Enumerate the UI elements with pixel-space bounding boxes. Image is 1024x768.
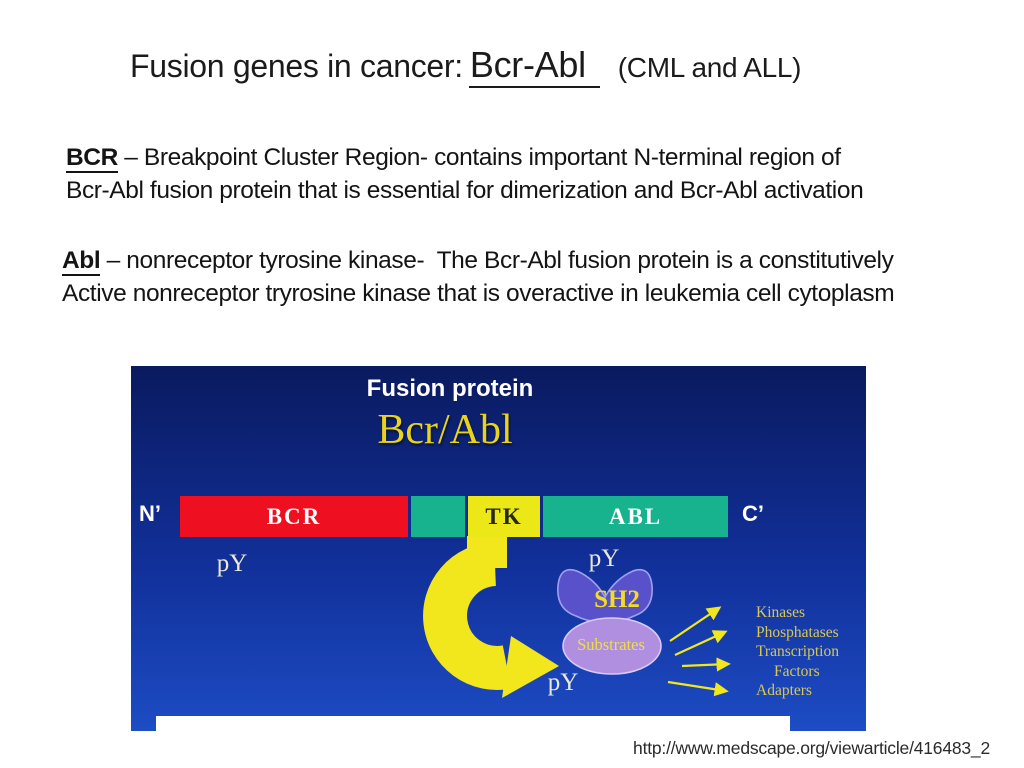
arrow-to-transcription-factors: [681, 657, 731, 672]
c-terminus-label: C’: [742, 501, 764, 526]
abl-term: Abl: [62, 247, 101, 276]
activation-cycle-arrow: [423, 536, 559, 698]
source-url: http://www.medscape.org/viewarticle/4164…: [633, 738, 990, 758]
sh2-domain-shape: [557, 568, 653, 623]
diagram-graphics: [423, 536, 731, 698]
abl-definition-line2: Active nonreceptor tryrosine kinase that…: [62, 280, 895, 307]
sh2-label: SH2: [594, 586, 640, 613]
slide-title: Fusion genes in cancer:Bcr-Abl (CML and A…: [130, 44, 802, 88]
abl-definition-line1: – nonreceptor tyrosine kinase- The Bcr-A…: [100, 247, 894, 274]
arrow-to-phosphatases: [674, 630, 728, 656]
target-factors: Factors: [774, 662, 820, 680]
phospho-label-bottom: pY: [547, 669, 579, 696]
title-prefix: Fusion genes in cancer:: [130, 48, 463, 84]
bottom-white-strip: [156, 716, 790, 731]
diagram-heading: Fusion protein: [366, 375, 534, 402]
phospho-label-top: pY: [588, 545, 620, 572]
bcr-term: BCR: [66, 144, 118, 173]
phospho-label-left: pY: [216, 550, 248, 577]
target-adapters: Adapters: [756, 682, 812, 699]
substrates-label: Substrates: [577, 635, 645, 654]
bcr-segment: BCR: [180, 496, 408, 537]
n-terminus-label: N’: [139, 501, 161, 526]
target-list: Kinases Phosphatases Transcription Facto…: [756, 603, 839, 701]
target-kinases: Kinases: [756, 604, 806, 621]
target-arrows: [667, 606, 731, 697]
abl-definition: Abl – nonreceptor tyrosine kinase- The B…: [62, 244, 895, 310]
bcr-definition: BCR – Breakpoint Cluster Region- contain…: [66, 141, 864, 207]
arrow-to-kinases: [669, 606, 722, 642]
arrow-to-adapters: [667, 680, 729, 697]
linker-segment: [411, 496, 465, 537]
tk-segment: TK: [468, 496, 540, 537]
target-transcription: Transcription: [756, 643, 839, 660]
title-context: (CML and ALL): [617, 52, 802, 83]
fusion-name-label: Bcr/Abl: [377, 407, 513, 453]
bcr-definition-line2: Bcr-Abl fusion protein that is essential…: [66, 177, 864, 204]
abl-segment: ABL: [543, 496, 728, 537]
protein-domain-bar: BCR TK ABL: [180, 496, 728, 537]
substrates-shape: [562, 617, 662, 675]
fusion-protein-diagram: Fusion protein Bcr/Abl N’ C’ BCR TK ABL …: [131, 366, 866, 731]
title-gene: Bcr-Abl: [468, 44, 600, 88]
bcr-definition-line1: – Breakpoint Cluster Region- contains im…: [117, 144, 841, 171]
target-phosphatases: Phosphatases: [756, 623, 839, 641]
